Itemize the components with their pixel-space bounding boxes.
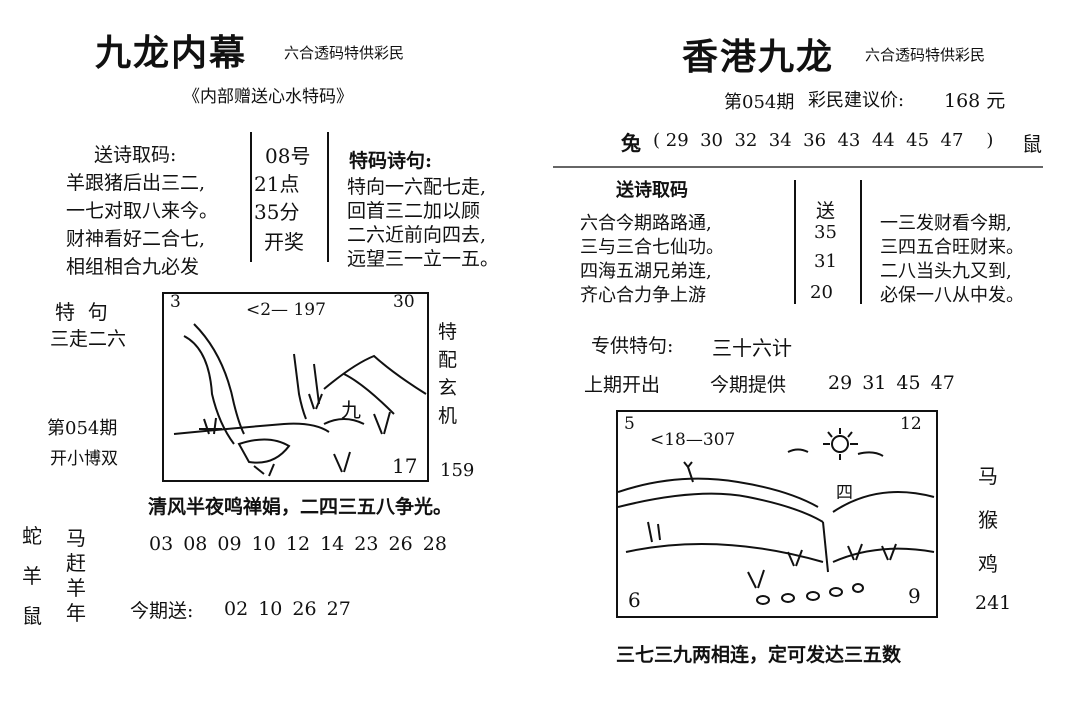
right-poem-line: 三与三合七仙功。 [580, 237, 724, 258]
left-side-char: 玄 [438, 377, 458, 399]
left-poem-line: 财神看好二合七, [66, 228, 206, 250]
right-side-char: 鸡 [978, 552, 998, 576]
right-poem-right-line: 一三发财看今期, [880, 213, 1012, 234]
right-poem-right: 一三发财看今期, 三四五合旺财来。 二八当头九又到, 必保一八从中发。 [880, 212, 1024, 308]
left-side-vertical: 特 配 玄 机 [438, 318, 457, 430]
right-send-box-left-line [794, 180, 796, 304]
left-side-char: 配 [438, 349, 458, 371]
left-poem-heading: 送诗取码: [94, 144, 177, 166]
right-period: 第054期 [724, 92, 795, 113]
right-send-number: 35 [814, 222, 837, 243]
left-sketch-top-right: 30 [393, 292, 415, 312]
left-special-value: 三走二六 [50, 328, 127, 350]
zodiac-char: 蛇 [22, 524, 42, 548]
right-poem-line: 六合今期路路通, [580, 213, 712, 234]
left-tema-poem: 特向一六配七走, 回首三二加以顾 二六近前向四去, 远望三一立一五。 [347, 175, 499, 271]
left-sub-note: 《内部赠送心水特码》 [183, 87, 353, 107]
left-tema-line: 二六近前向四去, [347, 224, 487, 246]
right-send-box-right-line [860, 180, 862, 304]
left-draw-number: 08号 [265, 144, 311, 168]
left-numbers-row: 03 08 09 10 12 14 23 26 28 [149, 533, 447, 555]
left-tema-heading: 特码诗句: [349, 150, 433, 172]
left-poem-line: 羊跟猪后出三二, [66, 172, 206, 194]
right-sketch-mark: 四 [836, 483, 853, 503]
zodiac-char: 鼠 [22, 604, 42, 628]
right-rabbit: 兔 [621, 131, 641, 155]
right-sketch-tr: 12 [900, 414, 922, 434]
left-period: 第054期 [47, 418, 118, 439]
left-draw-box-left-line [250, 132, 252, 262]
right-sketch-bl: 6 [628, 588, 641, 612]
left-poem-line: 相组相合九必发 [66, 256, 200, 278]
left-side-char: 机 [438, 405, 458, 427]
left-sketch-marks: <2— 197 [246, 300, 326, 320]
right-scan-line [553, 166, 1043, 168]
right-poem-heading: 送诗取码 [616, 180, 688, 201]
left-draw-box-right-line [327, 132, 329, 262]
left-subtitle: 六合透码特供彩民 [284, 44, 405, 62]
left-draw-minute: 35分 [254, 200, 300, 224]
right-subtitle: 六合透码特供彩民 [865, 46, 986, 64]
left-sketch-bottom-right: 17 [392, 454, 418, 478]
right-poem-right-line: 三四五合旺财来。 [880, 237, 1024, 258]
left-sketch-char: 九 [341, 398, 361, 422]
zodiac-char: 年 [66, 601, 86, 625]
left-draw-label: 开奖 [264, 230, 304, 254]
left-sketch-top-left: 3 [170, 292, 181, 312]
left-clear-wind-line: 清风半夜鸣禅娟，二四三五八争光。 [148, 496, 453, 518]
zodiac-char: 马 [66, 526, 86, 550]
right-number-list: ( 29 30 32 34 36 43 44 45 47 ) [653, 130, 994, 151]
left-today-label: 今期送: [130, 600, 194, 622]
right-poem-right-line: 二八当头九又到, [880, 261, 1012, 282]
left-tema-line: 回首三二加以顾 [347, 200, 481, 222]
right-send-number: 20 [810, 282, 833, 303]
right-special-value: 三十六计 [712, 336, 792, 360]
left-sketch-frame [162, 292, 429, 482]
right-sketch-drawing [617, 428, 935, 605]
right-bottom-line: 三七三九两相连，定可发达三五数 [616, 644, 902, 666]
left-sketch-drawing [173, 323, 427, 477]
right-price-label: 彩民建议价: [808, 90, 905, 111]
zodiac-char: 羊 [22, 564, 42, 588]
zodiac-char: 赶 [66, 551, 86, 575]
left-draw-hour: 21点 [254, 172, 300, 196]
right-price-value: 168 元 [944, 90, 1006, 112]
right-special-label: 专供特句: [591, 335, 674, 357]
right-side-char: 猴 [978, 508, 998, 532]
right-title: 香港九龙 [682, 36, 835, 78]
left-zodiac-col2: 马 赶 羊 年 [66, 526, 86, 626]
right-poem-line: 齐心合力争上游 [580, 285, 706, 306]
left-poem-line: 一七对取八来今。 [66, 200, 219, 222]
right-sketch-tl: 5 [624, 414, 635, 434]
left-zodiac-col1: 蛇 羊 鼠 [22, 516, 42, 636]
left-tema-line: 特向一六配七走, [347, 176, 487, 198]
left-title: 九龙内幕 [95, 32, 248, 74]
right-sketch-frame [616, 410, 938, 618]
left-small-note: 开小博双 [50, 449, 118, 469]
left-tema-line: 远望三一立一五。 [347, 248, 500, 270]
left-special-heading: 特 句 [55, 300, 108, 324]
right-last-label: 上期开出 [584, 374, 661, 396]
right-poem: 六合今期路路通, 三与三合七仙功。 四海五湖兄弟连, 齐心合力争上游 [580, 212, 724, 308]
right-side-char: 马 [978, 464, 998, 488]
left-today-numbers: 02 10 26 27 [224, 598, 351, 620]
right-send-number: 31 [814, 251, 837, 272]
right-send-label: 送 [816, 200, 836, 222]
right-rat: 鼠 [1022, 132, 1042, 156]
right-sketch-br: 9 [908, 584, 921, 608]
left-side-char: 特 [438, 321, 458, 343]
left-side-number: 159 [440, 460, 475, 481]
right-poem-right-line: 必保一八从中发。 [880, 285, 1024, 306]
zodiac-char: 羊 [66, 576, 86, 600]
left-poem: 羊跟猪后出三二, 一七对取八来今。 财神看好二合七, 相组相合九必发 [66, 169, 218, 281]
right-poem-line: 四海五湖兄弟连, [580, 261, 712, 282]
right-this-numbers: 29 31 45 47 [828, 372, 955, 394]
right-sketch-range: <18—307 [650, 430, 736, 450]
right-side-vertical: 马 猴 鸡 [978, 454, 998, 586]
right-side-number: 241 [975, 592, 1012, 614]
right-this-label: 今期提供 [710, 374, 787, 396]
